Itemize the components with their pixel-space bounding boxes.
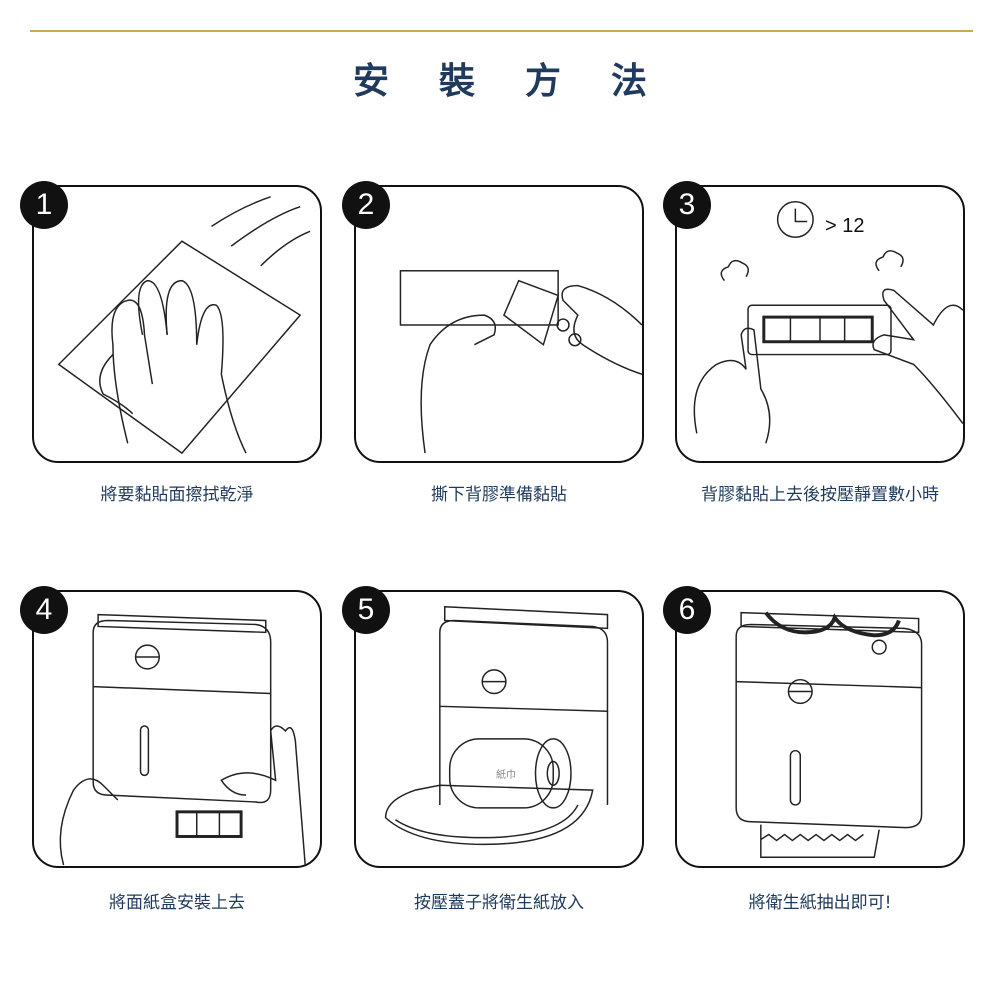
press-mount-illustration xyxy=(693,201,963,444)
step-3-panel: > 12 3 xyxy=(663,181,965,463)
wipe-surface-illustration xyxy=(57,196,311,455)
step-4-panel: 4 xyxy=(20,586,322,868)
timer-hours-text: > 12 xyxy=(825,215,865,237)
step-4-caption: 將面紙盒安裝上去 xyxy=(109,893,245,913)
step-5-panel: 紙巾 5 xyxy=(342,586,644,868)
step-1-panel: 1 xyxy=(20,181,322,463)
pull-tissue-illustration xyxy=(735,611,923,858)
step-1-caption: 將要黏貼面擦拭乾淨 xyxy=(100,485,254,505)
roll-label: 紙巾 xyxy=(496,770,516,781)
step-2-panel: 2 xyxy=(342,181,644,463)
gold-divider xyxy=(30,30,973,32)
insert-roll-illustration xyxy=(384,605,609,846)
step-badge: 1 xyxy=(20,181,68,229)
step-badge: 3 xyxy=(663,181,711,229)
step-badge: 4 xyxy=(20,586,68,634)
step-3-caption: 背膠黏貼上去後按壓靜置數小時 xyxy=(701,485,939,505)
step-2-caption: 撕下背膠準備黏貼 xyxy=(431,485,567,505)
step-6-panel: 6 xyxy=(663,586,965,868)
step-badge: 5 xyxy=(342,586,390,634)
attach-box-illustration xyxy=(59,613,306,866)
step-badge: 6 xyxy=(663,586,711,634)
step-badge: 2 xyxy=(342,181,390,229)
page-title: 安裝方法 xyxy=(352,61,697,102)
step-6-caption: 將衛生紙抽出即可! xyxy=(748,893,892,913)
step-5-caption: 按壓蓋子將衛生紙放入 xyxy=(414,893,584,913)
peel-adhesive-illustration xyxy=(399,270,642,454)
